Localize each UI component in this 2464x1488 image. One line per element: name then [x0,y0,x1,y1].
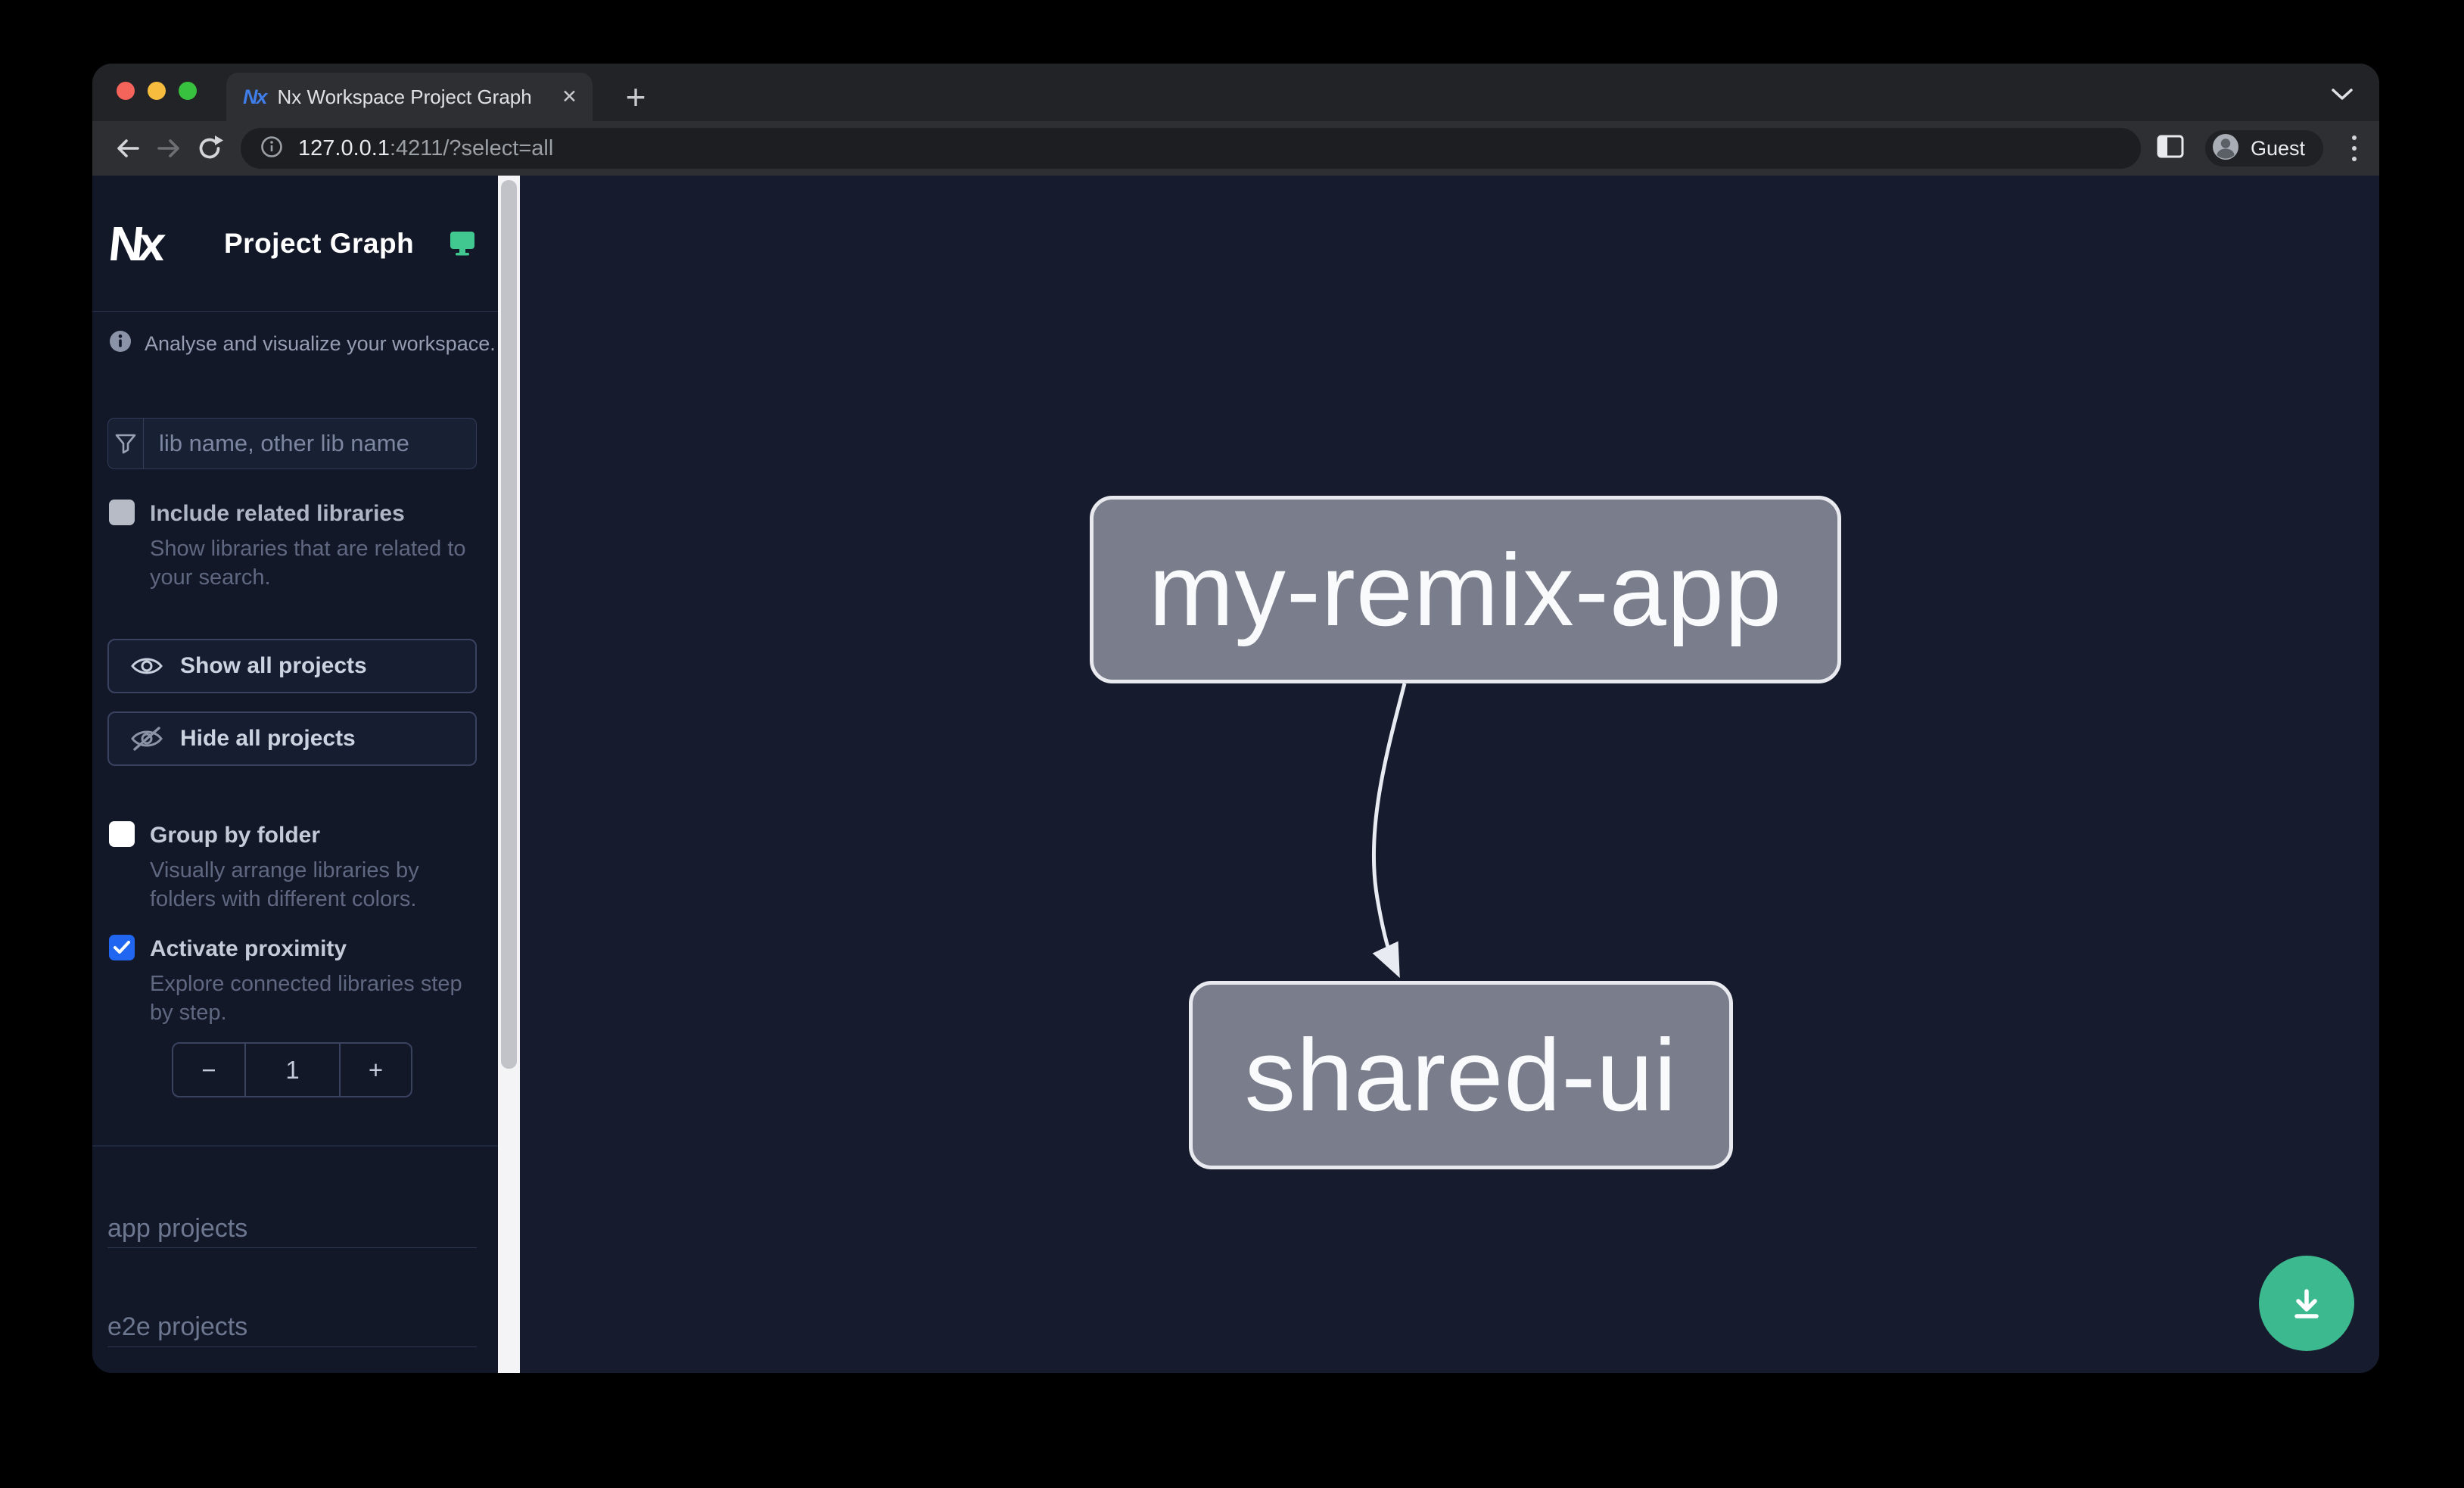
sidebar-divider [92,1145,498,1147]
info-icon [109,330,132,358]
sidebar: Nx Project Graph [92,176,498,1373]
include-related-option: Include related libraries Show libraries… [109,500,466,590]
zoom-window-button[interactable] [179,82,197,100]
eye-off-icon [131,727,163,751]
site-info-icon[interactable] [260,135,283,162]
filter-icon [108,419,144,469]
nx-logo: Nx [106,216,163,271]
group-by-folder-option: Group by folder Visually arrange librari… [109,821,419,911]
toolbar-right: Guest [2157,130,2364,167]
proximity-value: 1 [244,1044,339,1096]
project-node-shared-ui[interactable]: shared-ui [1189,981,1733,1169]
tab-search-chevron-icon[interactable] [2331,88,2354,105]
activate-proximity-option: Activate proximity Explore connected lib… [109,935,462,1025]
browser-toolbar: 127.0.0.1:4211/?select=all Guest [92,121,2379,176]
minimize-window-button[interactable] [148,82,166,100]
url-path: :4211/?select=all [389,135,554,160]
include-related-label: Include related libraries [150,501,405,526]
activate-proximity-label: Activate proximity [150,936,347,961]
section-e2e-projects[interactable]: e2e projects [107,1312,248,1341]
checkmark-icon [114,941,130,954]
download-icon [2294,1289,2319,1318]
close-window-button[interactable] [117,82,135,100]
filter-input[interactable] [144,419,476,469]
url-host: 127.0.0.1 [298,135,390,160]
proximity-increment-button[interactable]: + [339,1044,411,1096]
section-app-projects[interactable]: app projects [107,1214,248,1243]
include-related-description: Show libraries that are related to your … [150,537,466,590]
profile-name: Guest [2250,136,2305,160]
project-node-my-remix-app[interactable]: my-remix-app [1090,496,1841,683]
include-related-checkbox[interactable] [109,500,135,525]
show-all-projects-label: Show all projects [180,653,367,678]
back-button[interactable] [107,128,148,169]
proximity-stepper: − 1 + [172,1042,412,1097]
tagline-text: Analyse and visualize your workspace. [145,332,496,355]
url-text[interactable]: 127.0.0.1:4211/?select=all [298,136,553,161]
tab-strip: Nx Nx Workspace Project Graph ✕ + [92,64,2379,121]
group-by-folder-label: Group by folder [150,823,320,848]
avatar-icon [2211,132,2240,165]
download-graph-button[interactable] [2259,1256,2354,1351]
tagline-row: Analyse and visualize your workspace. [109,330,496,358]
page-title: Project Graph [224,227,415,259]
new-tab-button[interactable]: + [625,77,646,117]
eye-icon [131,658,163,674]
sidebar-scrollbar-track[interactable] [498,176,520,1373]
filter-box [107,418,477,469]
browser-tab[interactable]: Nx Nx Workspace Project Graph ✕ [226,73,593,121]
window-controls [117,82,197,100]
hide-all-projects-button[interactable]: Hide all projects [107,711,477,766]
browser-menu-icon[interactable] [2344,132,2364,164]
monitor-icon[interactable] [449,229,476,260]
hide-all-projects-label: Hide all projects [180,726,356,751]
side-panel-icon[interactable] [2157,135,2184,163]
sidebar-scrollbar-thumb[interactable] [501,180,517,1069]
forward-button[interactable] [148,128,189,169]
node-label: shared-ui [1244,1018,1678,1132]
group-by-folder-description: Visually arrange libraries by folders wi… [150,858,419,911]
tab-close-icon[interactable]: ✕ [562,86,577,107]
url-bar[interactable]: 127.0.0.1:4211/?select=all [241,128,2141,169]
show-all-projects-button[interactable]: Show all projects [107,639,477,693]
section-rule [107,1346,477,1347]
dependency-edge [1371,683,1407,979]
section-rule [107,1247,477,1248]
page-content: Nx Project Graph [92,176,2379,1373]
browser-window: Nx Nx Workspace Project Graph ✕ + [92,64,2379,1373]
activate-proximity-checkbox[interactable] [109,935,135,960]
tab-title: Nx Workspace Project Graph [277,85,532,108]
graph-canvas[interactable]: my-remix-app shared-ui [520,176,2379,1373]
reload-button[interactable] [189,128,230,169]
proximity-decrement-button[interactable]: − [201,1055,216,1084]
group-by-folder-checkbox[interactable] [109,821,135,847]
sidebar-header: Nx Project Graph [92,176,498,312]
profile-button[interactable]: Guest [2204,130,2323,167]
node-label: my-remix-app [1148,532,1783,647]
activate-proximity-description: Explore connected libraries step by step… [150,972,462,1025]
nx-favicon-icon: Nx [243,85,267,108]
